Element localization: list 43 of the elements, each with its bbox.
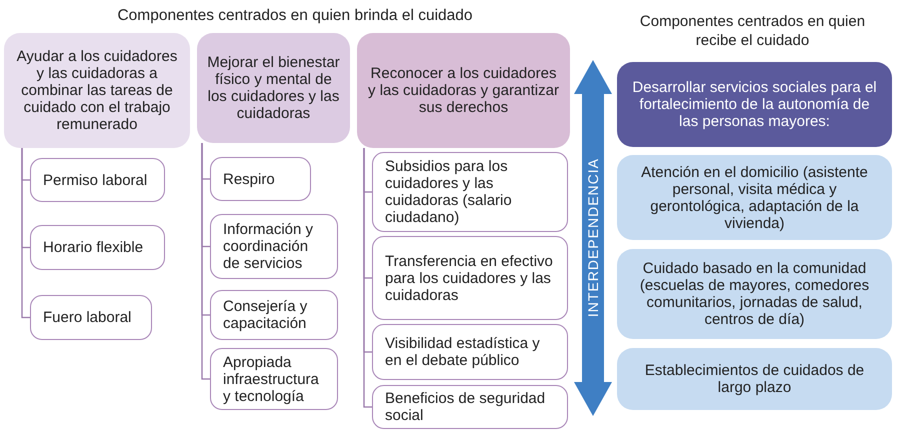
item-box <box>210 157 311 201</box>
node-text: Transferencia en efectivo para los cuidadores y las cuidadoras <box>385 252 554 304</box>
node-text: Visibilidad estadística y en el debate público <box>385 335 541 369</box>
double-arrow <box>574 60 612 416</box>
category-box <box>617 155 892 240</box>
node-text: Beneficios de seguridad social <box>385 390 546 424</box>
node-text: Horario flexible <box>43 239 144 256</box>
item-box <box>30 295 152 340</box>
item-box <box>30 225 165 270</box>
node-text: Atención en el domicilio (asistente personal, visita médica y gerontológica, adaptación de la vivienda) <box>640 164 869 232</box>
item-box <box>372 236 568 320</box>
node-text: Fuero laboral <box>43 309 132 326</box>
item-box <box>210 290 338 340</box>
node-text: Desarrollar servicios sociales para el fortalecimiento de la autonomía de las personas mayores: <box>631 79 878 130</box>
node-text: Establecimientos de cuidados de largo plazo <box>644 362 866 396</box>
category-box <box>4 33 190 148</box>
node-text: Subsidios para los cuidadores y las cuidadoras (salario ciudadano) <box>385 158 513 226</box>
item-box <box>372 385 568 429</box>
node-text: INTERDEPENDENCIA <box>584 158 602 318</box>
item-box <box>30 158 165 202</box>
node-text: Reconocer a los cuidadores y las cuidadoras y garantizar sus derechos <box>367 65 560 116</box>
node-text: Cuidado basado en la comunidad (escuelas de mayores, comedores comunitarios, jornadas de salud, centros de día) <box>638 260 870 328</box>
node-text: Permiso laboral <box>43 172 148 188</box>
category-box <box>617 348 892 410</box>
connector-line <box>21 148 30 318</box>
category-box <box>617 249 892 339</box>
node-text: Apropiada infraestructura y tecnología <box>223 354 320 404</box>
item-box <box>210 214 338 279</box>
connector-line <box>201 143 210 380</box>
category-box <box>357 33 570 148</box>
connector-line <box>363 148 372 408</box>
item-box <box>210 348 338 410</box>
node-text: Consejería y capacitación <box>223 298 308 332</box>
item-box <box>372 324 568 380</box>
title: Componentes centrados en quien brinda el cuidado <box>116 6 474 26</box>
category-box <box>197 33 350 143</box>
column-heading: Componentes centrados en quien recibe el cuidado <box>638 12 866 50</box>
item-box <box>372 152 568 232</box>
node-text: Ayudar a los cuidadores y las cuidadoras a combinar las tareas de cuidado con el trabajo remunerado <box>16 48 178 133</box>
category-box <box>617 62 892 147</box>
node-text: Respiro <box>223 170 276 188</box>
node-text: Mejorar el bienestar físico y mental de los cuidadores y las cuidadoras <box>206 54 341 122</box>
node-text: Información y coordinación de servicios <box>223 221 314 272</box>
